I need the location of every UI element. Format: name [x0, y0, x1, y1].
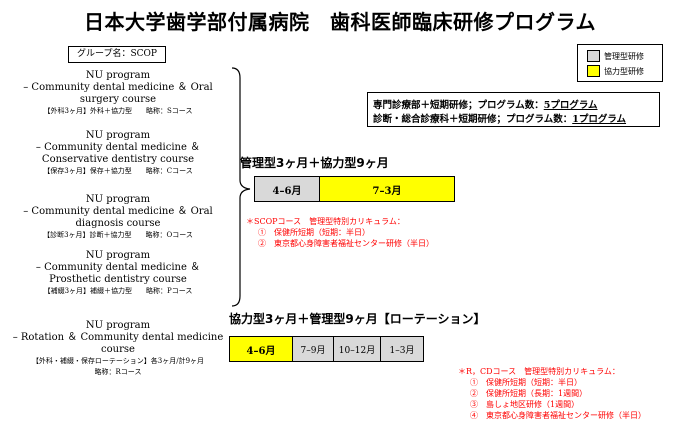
- course-detail: 【保存3ヶ月】保存＋協力型 略称：Cコース: [43, 167, 193, 175]
- course-detail: 【外科・補綴・保存ローテーション】各3ヶ月/計9ヶ月: [31, 357, 205, 365]
- course-program-name: NU program: [85, 130, 151, 141]
- legend-item-managed: 管理型研修: [587, 50, 644, 62]
- course-program-name: NU program: [85, 250, 151, 261]
- course-title-line: – Community dental medicine ＆ Oral: [23, 82, 213, 93]
- course-block-o: NU program – Community dental medicine ＆…: [0, 194, 236, 241]
- page-title: 日本大学歯学部付属病院 歯科医師臨床研修プログラム: [84, 10, 596, 34]
- schedule-2-cell-managed: 10–12月: [334, 337, 381, 361]
- course-program-name: NU program: [85, 70, 151, 81]
- course-block-c: NU program – Community dental medicine ＆…: [0, 130, 236, 177]
- course-block-s: NU program – Community dental medicine ＆…: [0, 70, 236, 117]
- course-program-name: NU program: [85, 320, 151, 331]
- course-title-line: – Community dental medicine ＆: [35, 262, 201, 273]
- schedule-2-notes: ＊R，CDコース 管理型特別カリキュラム： ① 保健所短期（短期：半日） ② 保…: [458, 366, 646, 421]
- schedule-2-note: ② 保健所短期（長期：1週間）: [470, 389, 588, 398]
- program-count-box: 専門診療部＋短期研修；プログラム数：5プログラム 診断・総合診療科＋短期研修；プ…: [367, 92, 660, 127]
- schedule-2-note: ③ 島しょ地区研修（1週間）: [470, 400, 580, 409]
- program-count-label-1: 専門診療部＋短期研修；プログラム数：: [373, 100, 544, 111]
- schedule-2-note: ＊R，CDコース 管理型特別カリキュラム：: [458, 367, 620, 376]
- legend-label-managed: 管理型研修: [604, 51, 644, 61]
- group-name-box: グループ名：SCOP: [68, 46, 166, 63]
- schedule-1-note: ① 保健所短期（短期：半日）: [258, 228, 370, 237]
- schedule-2-cell-managed: 1–3月: [381, 337, 423, 361]
- course-title-line: – Community dental medicine ＆ Oral: [23, 206, 213, 217]
- schedule-1-note: ＊SCOPコース 管理型特別カリキュラム：: [246, 217, 405, 226]
- program-count-line-1: 専門診療部＋短期研修；プログラム数：5プログラム: [373, 97, 598, 111]
- legend-label-cooperative: 協力型研修: [604, 66, 644, 76]
- schedule-2-bar: 4–6月 7–9月 10–12月 1–3月: [229, 336, 424, 362]
- legend-swatch-managed: [587, 50, 600, 62]
- legend-swatch-cooperative: [587, 65, 600, 77]
- course-title-line: diagnosis course: [75, 218, 161, 229]
- schedule-2-note: ① 保健所短期（短期：半日）: [470, 378, 582, 387]
- schedule-1-cell-cooperative: 7–3月: [320, 177, 454, 201]
- schedule-1-note: ② 東京都心身障害者福祉センター研修（半日）: [258, 239, 434, 248]
- legend: 管理型研修 協力型研修: [577, 44, 663, 82]
- course-title-line: Prosthetic dentistry course: [49, 274, 187, 285]
- course-program-name: NU program: [85, 194, 151, 205]
- schedule-2-cell-cooperative: 4–6月: [230, 337, 293, 361]
- brace-path: [231, 67, 251, 307]
- legend-item-cooperative: 協力型研修: [587, 65, 644, 77]
- course-detail: 【外科3ヶ月】外科＋協力型 略称：Sコース: [43, 107, 193, 115]
- program-count-value-1: 5プログラム: [543, 100, 598, 111]
- program-count-label-2: 診断・総合診療科＋短期研修；プログラム数：: [373, 114, 573, 125]
- course-block-r: NU program – Rotation ＆ Community dental…: [0, 320, 236, 378]
- schedule-1-cell-managed: 4–6月: [255, 177, 320, 201]
- schedule-2-heading: 協力型3ヶ月＋管理型9ヶ月【ローテーション】: [229, 312, 486, 326]
- course-detail-abbrev: 略称：Rコース: [94, 368, 142, 376]
- course-title-line: Conservative dentistry course: [41, 154, 195, 165]
- course-detail: 【補綴3ヶ月】補綴＋協力型 略称：Pコース: [43, 287, 193, 295]
- schedule-2-cell-managed: 7–9月: [293, 337, 334, 361]
- schedule-1-bar: 4–6月 7–3月: [254, 176, 455, 202]
- course-block-p: NU program – Community dental medicine ＆…: [0, 250, 236, 297]
- schedule-1-notes: ＊SCOPコース 管理型特別カリキュラム： ① 保健所短期（短期：半日） ② 東…: [246, 216, 434, 249]
- course-title-line: – Rotation ＆ Community dental medicine: [12, 332, 224, 343]
- program-count-line-2: 診断・総合診療科＋短期研修；プログラム数：1プログラム: [373, 111, 626, 125]
- course-detail: 【診断3ヶ月】診断＋協力型 略称：Oコース: [43, 231, 193, 239]
- schedule-2-note: ④ 東京都心身障害者福祉センター研修（半日）: [470, 411, 646, 420]
- program-count-value-2: 1プログラム: [572, 114, 627, 125]
- course-title-line: course: [101, 344, 135, 355]
- schedule-1-heading: 管理型3ヶ月＋協力型9ヶ月: [240, 156, 389, 170]
- course-title-line: surgery course: [79, 94, 157, 105]
- course-title-line: – Community dental medicine ＆: [35, 142, 201, 153]
